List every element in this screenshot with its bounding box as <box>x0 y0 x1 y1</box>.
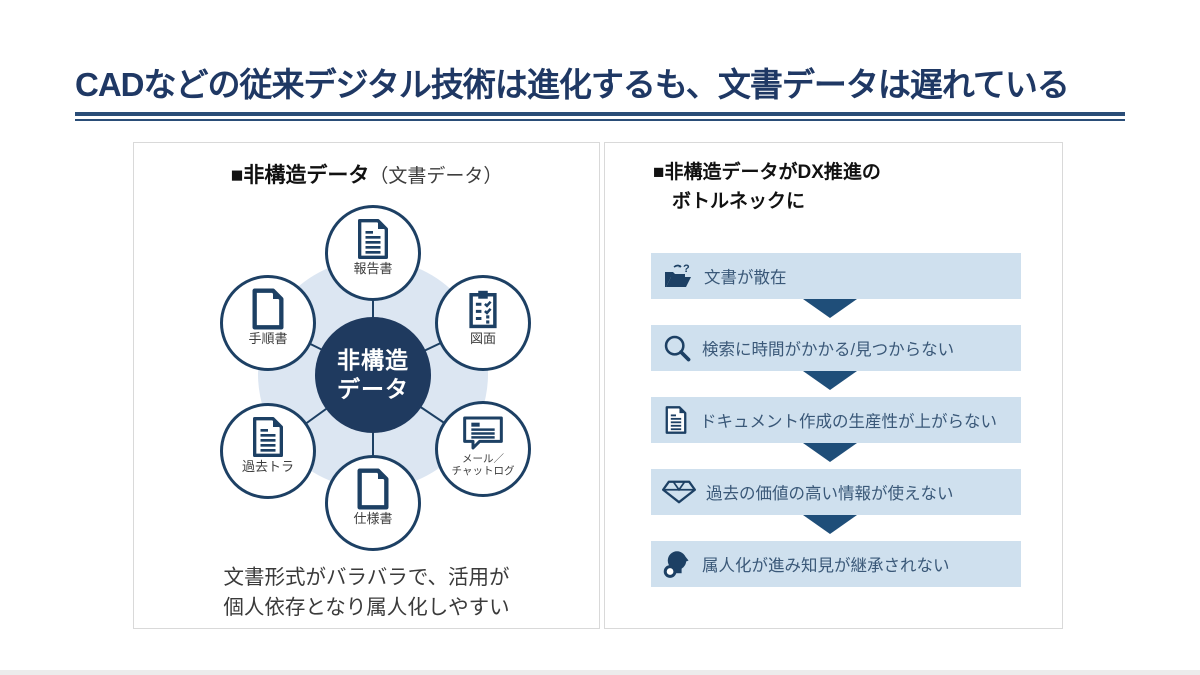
bottleneck-label: 検索に時間がかかる/見つからない <box>702 341 955 359</box>
document-lines-icon <box>353 217 393 261</box>
hub-diagram: 報告書 手順書 <box>134 191 599 561</box>
satellite-node-spec: 仕様書 <box>325 455 421 551</box>
clipboard-checklist-icon <box>464 287 502 331</box>
unstructured-data-panel: ■非構造データ（文書データ） <box>133 142 600 629</box>
satellite-label: 仕様書 <box>353 511 393 526</box>
satellite-node-procedure: 手順書 <box>220 275 316 371</box>
bottleneck-bar-search: 検索に時間がかかる/見つからない <box>651 325 1021 371</box>
down-arrow-icon <box>803 299 857 318</box>
right-heading-line2: ボトルネックに <box>672 190 806 212</box>
bottleneck-panel: ■非構造データがDX推進の ボトルネックに ? 文書が散在 検索に時間がかかる/… <box>604 142 1063 629</box>
left-heading-note: （文書データ） <box>369 166 503 187</box>
satellite-label: 過去トラ <box>241 459 294 474</box>
satellite-node-drawing: 図面 <box>435 275 531 371</box>
person-knowledge-icon <box>662 549 692 579</box>
satellite-node-mail-chat: メール／ チャットログ <box>435 401 531 497</box>
center-node-unstructured-data: 非構造 データ <box>315 317 431 433</box>
bottleneck-label: 文書が散在 <box>704 269 787 287</box>
document-lines-icon <box>662 405 690 435</box>
document-lines-icon <box>248 415 288 459</box>
satellite-label: 手順書 <box>248 331 288 346</box>
search-icon <box>662 333 692 363</box>
right-panel-heading: ■非構造データがDX推進の ボトルネックに <box>653 159 881 216</box>
page-title: CADなどの従来デジタル技術は進化するも、文書データは遅れている <box>75 66 1070 103</box>
bottom-edge <box>0 670 1200 675</box>
left-heading-bold: ■非構造データ <box>230 164 370 187</box>
satellite-node-past-trouble: 過去トラ <box>220 403 316 499</box>
document-blank-icon <box>353 467 393 511</box>
scattered-folder-icon: ? <box>662 262 694 290</box>
bottleneck-bar-past-value: 過去の価値の高い情報が使えない <box>651 469 1021 515</box>
title-underline-thick <box>75 112 1125 116</box>
down-arrow-icon <box>803 443 857 462</box>
bottleneck-label: 過去の価値の高い情報が使えない <box>706 485 954 503</box>
left-panel-heading: ■非構造データ（文書データ） <box>134 159 599 189</box>
down-arrow-icon <box>803 371 857 390</box>
title-underline-thin <box>75 119 1125 121</box>
bottleneck-bar-personalization: 属人化が進み知見が継承されない <box>651 541 1021 587</box>
left-panel-caption: 文書形式がバラバラで、活用が 個人依存となり属人化しやすい <box>223 566 510 619</box>
satellite-label: 報告書 <box>353 261 393 276</box>
bottleneck-bar-scattered: ? 文書が散在 <box>651 253 1021 299</box>
chat-bubble-icon <box>461 413 505 453</box>
bottleneck-bar-productivity: ドキュメント作成の生産性が上がらない <box>651 397 1021 443</box>
satellite-label: メール／ チャットログ <box>451 453 515 477</box>
bottleneck-label: 属人化が進み知見が継承されない <box>702 557 950 575</box>
right-heading-line1: ■非構造データがDX推進の <box>653 162 881 183</box>
down-arrow-icon <box>803 515 857 534</box>
satellite-node-report: 報告書 <box>325 205 421 301</box>
svg-text:?: ? <box>683 263 690 275</box>
satellite-label: 図面 <box>469 331 496 346</box>
diamond-icon <box>662 478 696 506</box>
bottleneck-label: ドキュメント作成の生産性が上がらない <box>700 413 997 431</box>
document-blank-icon <box>248 287 288 331</box>
